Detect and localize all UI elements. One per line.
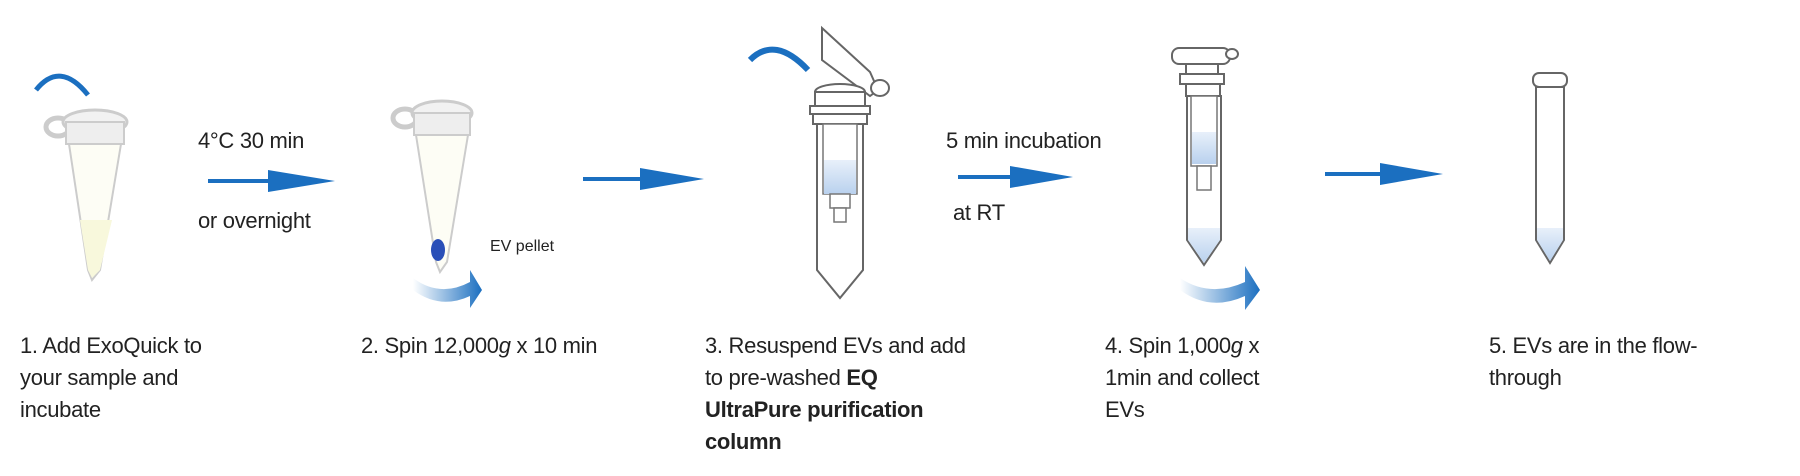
step-2-text: 2. Spin 12,000	[361, 333, 499, 358]
step-4-g: g	[1230, 333, 1243, 358]
microtube-1-icon	[34, 73, 129, 282]
step-4-line: EVs	[1105, 397, 1145, 422]
step-3-line: 3. Resuspend EVs and add	[705, 333, 966, 358]
spin-arrow-icon	[1180, 266, 1260, 310]
curved-arrow-icon	[747, 46, 811, 73]
step-5-line: through	[1489, 365, 1562, 390]
step-3-bold: column	[705, 429, 782, 454]
arrow-2-icon	[583, 168, 704, 190]
step-5-label: 5. EVs are in the flow- through	[1489, 330, 1698, 394]
condition-step1-bottom: or overnight	[198, 208, 311, 233]
arrow-4-icon	[1325, 163, 1443, 185]
spin-arrow-icon	[413, 270, 482, 308]
condition-step3-top: 5 min incubation	[946, 128, 1102, 153]
ev-pellet-icon	[431, 239, 445, 261]
curved-arrow-icon	[34, 73, 90, 97]
arrow-3-icon	[958, 166, 1073, 188]
step-4-text: 4. Spin 1,000	[1105, 333, 1231, 358]
column-in-tube-icon	[1171, 47, 1260, 310]
step-1-line: 1. Add ExoQuick to	[20, 333, 202, 358]
condition-step1-top: 4°C 30 min	[198, 128, 305, 153]
step-5-line: 5. EVs are in the flow-	[1489, 333, 1698, 358]
step-3-bold: UltraPure purification	[705, 397, 924, 422]
step-4-line: 1min and collect	[1105, 365, 1260, 390]
step-2-label: 2. Spin 12,000g x 10 min	[361, 330, 598, 362]
purification-column-icon	[747, 25, 890, 300]
step-1-label: 1. Add ExoQuick to your sample and incub…	[20, 330, 202, 426]
step-2-g: g	[498, 333, 511, 358]
pellet-label: EV pellet	[490, 238, 555, 255]
step-2-text-end: x 10 min	[510, 333, 598, 358]
collection-tube-icon	[1532, 72, 1568, 265]
step-1-line: incubate	[20, 397, 101, 422]
step-3-bold: EQ	[846, 365, 878, 390]
step-4-label: 4. Spin 1,000g x 1min and collect EVs	[1105, 330, 1260, 426]
arrow-1-icon	[208, 170, 335, 192]
step-3-label: 3. Resuspend EVs and add to pre-washed E…	[705, 330, 966, 458]
condition-step3-bottom: at RT	[953, 200, 1005, 225]
step-3-line: to pre-washed	[705, 365, 847, 390]
step-4-text-end: x	[1242, 333, 1260, 358]
microtube-2-icon	[390, 99, 482, 308]
step-1-line: your sample and	[20, 365, 179, 390]
